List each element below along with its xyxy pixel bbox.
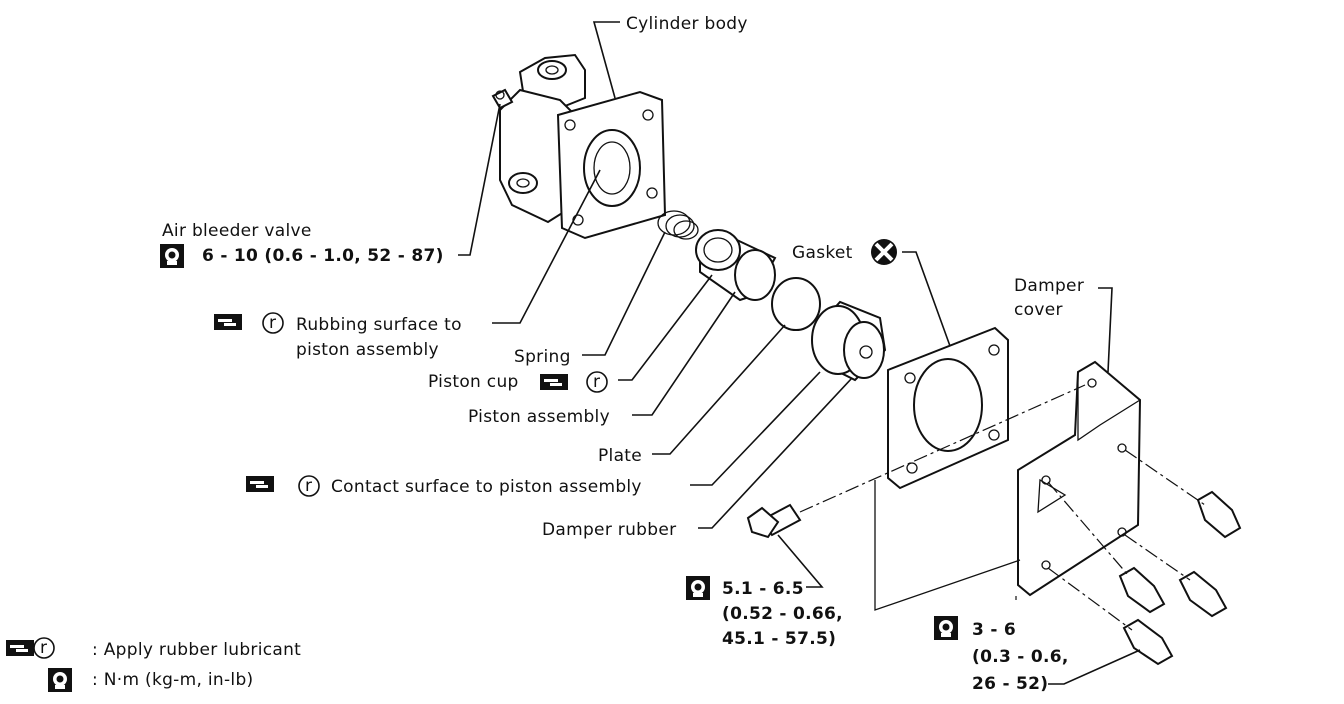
label-damper-cover-cont: cover bbox=[1014, 300, 1063, 320]
label-spring: Spring bbox=[514, 347, 571, 367]
piston-assembly bbox=[695, 229, 777, 302]
gasket-bolt bbox=[746, 503, 802, 539]
cover-bolt-1 bbox=[1196, 490, 1242, 539]
label-piston-cup: Piston cup bbox=[428, 372, 519, 392]
label-piston-assembly: Piston assembly bbox=[468, 407, 610, 427]
label-cylinder-body: Cylinder body bbox=[626, 14, 748, 34]
torque-wrench-icon bbox=[48, 668, 72, 692]
label-air-bleeder-valve: Air bleeder valve bbox=[162, 221, 312, 241]
label-bolt-torque-inlb: 45.1 - 57.5) bbox=[722, 629, 836, 649]
spring bbox=[657, 210, 699, 240]
replace-part-icon bbox=[871, 239, 897, 265]
cover-bolt-2 bbox=[1178, 570, 1228, 618]
torque-wrench-icon bbox=[934, 616, 958, 640]
grease-tube-icon bbox=[246, 476, 274, 492]
plate bbox=[771, 277, 821, 331]
label-rubbing-surface: Rubbing surface to bbox=[296, 315, 462, 335]
label-damper-cover: Damper bbox=[1014, 276, 1084, 296]
label-cover-torque: 3 - 6 bbox=[972, 620, 1016, 640]
lubricant-symbol: r bbox=[40, 638, 47, 658]
label-air-bleeder-torque: 6 - 10 (0.6 - 1.0, 52 - 87) bbox=[202, 246, 444, 266]
grease-tube-icon bbox=[6, 640, 34, 656]
legend: r : Apply rubber lubricant : N·m (kg-m, … bbox=[6, 637, 301, 692]
legend-lubricant: : Apply rubber lubricant bbox=[92, 640, 301, 660]
label-cover-torque-kgm: (0.3 - 0.6, bbox=[972, 647, 1069, 667]
assembly-lines bbox=[799, 384, 1206, 631]
label-contact-surface: Contact surface to piston assembly bbox=[331, 477, 642, 497]
lubricant-symbol: r bbox=[269, 313, 276, 333]
cylinder-body bbox=[491, 53, 667, 240]
damper-cover bbox=[1017, 360, 1142, 597]
torque-wrench-icon bbox=[686, 576, 710, 600]
label-plate: Plate bbox=[598, 446, 642, 466]
cover-bolt-3 bbox=[1118, 566, 1166, 614]
grease-tube-icon bbox=[214, 314, 242, 330]
torque-wrench-icon bbox=[160, 244, 184, 268]
leader-lines bbox=[458, 21, 1141, 685]
label-bolt-torque-kgm: (0.52 - 0.66, bbox=[722, 604, 843, 624]
legend-torque-units: : N·m (kg-m, in-lb) bbox=[92, 670, 253, 690]
grease-tube-icon bbox=[540, 374, 568, 390]
label-cover-torque-inlb: 26 - 52) bbox=[972, 674, 1048, 694]
label-bolt-torque: 5.1 - 6.5 bbox=[722, 579, 804, 599]
lubricant-symbol: r bbox=[593, 372, 600, 392]
label-damper-rubber: Damper rubber bbox=[542, 520, 676, 540]
label-rubbing-surface-cont: piston assembly bbox=[296, 340, 439, 360]
lubricant-symbol: r bbox=[305, 476, 312, 496]
cover-bolt-4 bbox=[1122, 618, 1174, 666]
damper-rubber bbox=[811, 300, 887, 382]
label-gasket: Gasket bbox=[792, 243, 853, 263]
gasket bbox=[887, 326, 1009, 490]
